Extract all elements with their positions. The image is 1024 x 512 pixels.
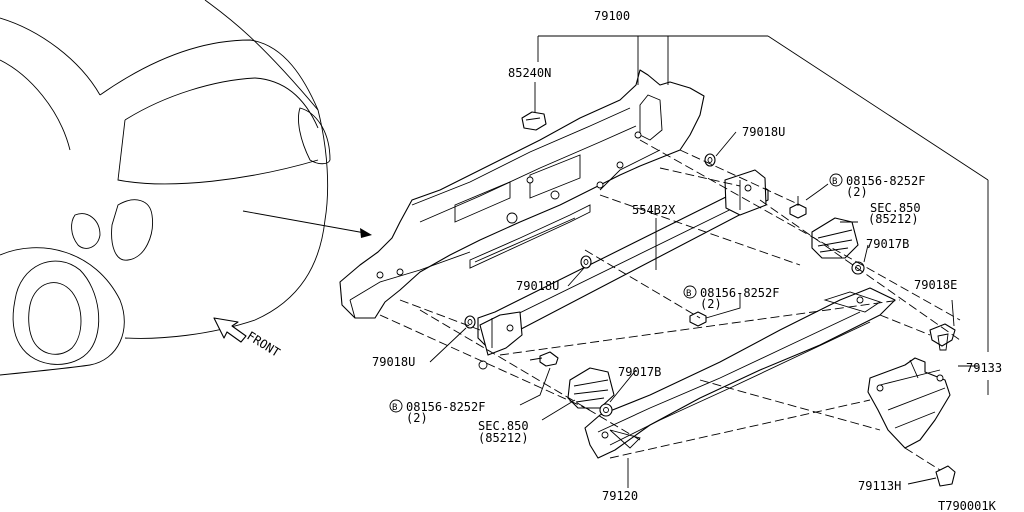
label-79018U-a: 79018U bbox=[742, 125, 785, 139]
label-554B2X: 554B2X bbox=[632, 203, 676, 217]
bolt-b bbox=[689, 294, 741, 327]
bolt-a bbox=[789, 183, 829, 219]
label-79018U-b: 79018U bbox=[516, 279, 559, 293]
label-79120: 79120 bbox=[602, 489, 638, 503]
label-79018U-c: 79018U bbox=[372, 355, 415, 369]
bracket-79133 bbox=[867, 357, 978, 487]
clip-79018E bbox=[929, 299, 956, 351]
label-79100: 79100 bbox=[594, 9, 630, 23]
bolt-symbol: B bbox=[686, 289, 691, 299]
label-79113H: 79113H bbox=[858, 479, 901, 493]
bolt-label-a: B 08156-8252F (2) bbox=[829, 173, 925, 199]
assembly-dashed-lines bbox=[379, 139, 961, 471]
label-bolt-a-qty: (2) bbox=[846, 185, 868, 199]
callout-79100-leaders bbox=[537, 35, 989, 395]
label-sec850-b: SEC.850 bbox=[478, 419, 529, 433]
vehicle-rear-outline bbox=[0, 0, 331, 376]
label-79133: 79133 bbox=[966, 361, 1002, 375]
crossmember-554B2X bbox=[477, 169, 769, 370]
front-direction-arrow: FRONT bbox=[213, 317, 282, 360]
nut-79017B-a bbox=[851, 244, 869, 275]
nut-79017B-b bbox=[599, 369, 637, 417]
label-bolt-b: 08156-8252F bbox=[700, 286, 779, 300]
clip-85240N bbox=[521, 82, 547, 131]
bolt-label-c: B 08156-8252F (2) bbox=[389, 399, 485, 425]
front-label: FRONT bbox=[244, 329, 282, 360]
rear-panel-79100 bbox=[339, 69, 705, 319]
grommet-79018U-a bbox=[704, 131, 737, 167]
label-bolt-b-qty: (2) bbox=[700, 297, 722, 311]
lower-cover-79120 bbox=[584, 287, 896, 459]
bracket-sec850-a bbox=[811, 217, 859, 259]
label-79017B-a: 79017B bbox=[866, 237, 909, 251]
label-sec850-b-ref: (85212) bbox=[478, 431, 529, 445]
label-bolt-a: 08156-8252F bbox=[846, 174, 925, 188]
label-bolt-c: 08156-8252F bbox=[406, 400, 485, 414]
bolt-label-b: B 08156-8252F (2) bbox=[683, 285, 779, 311]
diagram-id: T790001K bbox=[938, 499, 997, 512]
label-85240N: 85240N bbox=[508, 66, 551, 80]
bolt-symbol: B bbox=[832, 177, 837, 187]
bolt-symbol: B bbox=[392, 403, 397, 413]
label-79017B-b: 79017B bbox=[618, 365, 661, 379]
label-79018E: 79018E bbox=[914, 278, 957, 292]
location-arrow bbox=[242, 210, 372, 238]
label-sec850-a: SEC.850 bbox=[870, 201, 921, 215]
bolt-c bbox=[519, 351, 559, 406]
grommet-79018U-b bbox=[567, 255, 592, 287]
label-bolt-c-qty: (2) bbox=[406, 411, 428, 425]
part-labels: 79100 85240N 79018U 554B2X B 08156-8252F… bbox=[372, 9, 1002, 512]
label-sec850-a-ref: (85212) bbox=[868, 212, 919, 226]
bracket-sec850-b bbox=[541, 367, 615, 421]
